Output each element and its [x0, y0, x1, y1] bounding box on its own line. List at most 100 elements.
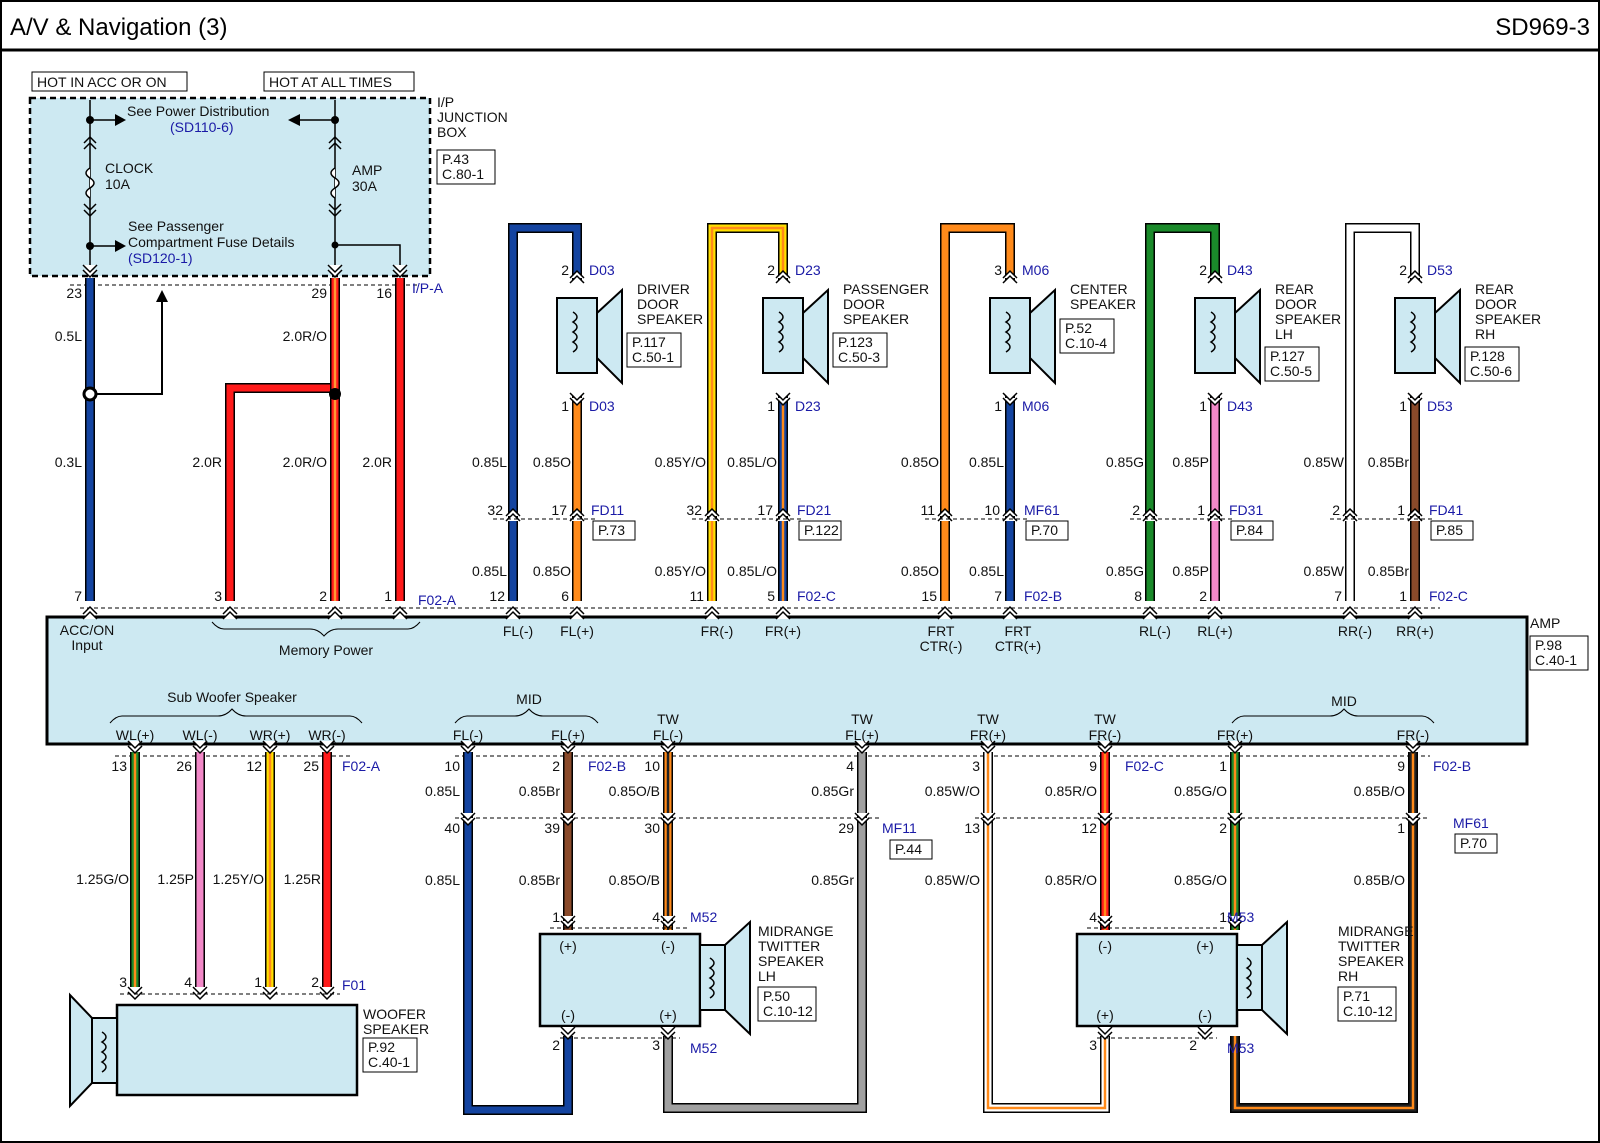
mf-pin: 2	[1219, 820, 1227, 836]
amp-term-label: FL(+)	[560, 623, 594, 639]
memory-power-label: Memory Power	[279, 642, 373, 658]
fuse-icon	[330, 167, 340, 199]
wire-label: 2.0R	[362, 454, 392, 470]
joint-conn: MF61	[1024, 502, 1060, 518]
wire-loop	[1146, 224, 1219, 601]
mf-pin: 1	[1397, 820, 1405, 836]
amp-term-label: RR(+)	[1396, 623, 1434, 639]
mid-loop-wire	[984, 752, 1109, 1112]
joint-ref-box	[1430, 520, 1474, 541]
speaker-ref-box	[832, 332, 888, 368]
wire-label: 1.25G/O	[76, 871, 129, 887]
jb-label-2: JUNCTION	[437, 109, 508, 125]
tw-conn: M53	[1227, 1040, 1254, 1056]
door-speaker-group: 21D53D53REARDOORSPEAKERRHP.128C.50-60.85…	[1304, 223, 1541, 639]
wire-memory-branch	[226, 384, 335, 601]
amp-top-conn-f02a: F02-A	[418, 592, 457, 608]
connector-mark-icon	[1002, 605, 1018, 620]
connector-mark-icon	[1097, 1026, 1113, 1041]
door-speakers: 21D03D03DRIVERDOORSPEAKERP.117C.50-10.85…	[472, 223, 1541, 654]
amp-term-label: WR(-)	[308, 727, 345, 743]
amp-term-label: FL(+)	[845, 727, 879, 743]
connector-mark-icon	[854, 812, 870, 827]
amp-pin: 9	[1397, 758, 1405, 774]
wire-label: 0.85G/O	[1174, 872, 1227, 888]
wire-memory-branch-edge	[225, 383, 335, 601]
speaker-pin: 3	[119, 974, 127, 990]
speaker-name: DRIVER	[637, 281, 690, 297]
amp-ref-2: C.40-1	[1535, 652, 1577, 668]
wire-label: 0.85R/O	[1045, 872, 1097, 888]
amp-pin: 2	[1199, 588, 1207, 604]
wire-label: 0.85P	[1172, 563, 1209, 579]
wire-label: 0.85G	[1106, 454, 1144, 470]
tw-name: TWITTER	[1338, 938, 1400, 954]
amp-pin: 3	[972, 758, 980, 774]
door-speaker-group: 21D23D23PASSENGERDOORSPEAKERP.123C.50-30…	[655, 223, 929, 639]
wire-label: 0.85L	[969, 563, 1004, 579]
see-fuse-text-1: See Passenger	[128, 218, 224, 234]
amp-term-label: TW	[977, 711, 1000, 727]
tw-pin: 3	[1089, 1037, 1097, 1053]
amp-term-label: FL(-)	[503, 623, 533, 639]
connector-mark-icon	[392, 264, 408, 279]
joint-conn: FD21	[797, 502, 831, 518]
joint-ref-box	[798, 520, 842, 541]
speaker-cone-icon	[1234, 287, 1261, 386]
coil-icon	[1409, 311, 1416, 353]
connector-mark-icon	[569, 605, 585, 620]
connector-mark-icon	[262, 986, 278, 1001]
connector-mark-icon	[569, 392, 585, 407]
speaker-ref-box	[626, 332, 682, 368]
connector-mark-icon	[127, 740, 143, 755]
door-speaker-group: 21D03D03DRIVERDOORSPEAKERP.117C.50-10.85…	[472, 223, 703, 639]
joint-pin: 17	[551, 502, 567, 518]
speaker-name: LH	[1275, 326, 1293, 342]
speaker-ref-2: C.50-5	[1270, 363, 1312, 379]
connector-mark-icon	[980, 740, 996, 755]
speaker-conn: D03	[589, 398, 615, 414]
speaker-ref-2: C.10-4	[1065, 335, 1107, 351]
amp-term-label: WL(-)	[183, 727, 218, 743]
wire-loop-edge	[940, 223, 1015, 601]
amp-pin: 4	[846, 758, 854, 774]
wire-label: 0.85L	[425, 872, 460, 888]
speaker-conn: D53	[1427, 398, 1453, 414]
amp-pin: 12	[246, 758, 262, 774]
wire-label: 0.85L/O	[727, 563, 777, 579]
speaker-pin: 1	[552, 909, 560, 925]
tw-name: MIDRANGE	[758, 923, 833, 939]
speaker-ref-1: P.127	[1270, 348, 1305, 364]
joint-ref-box	[592, 520, 636, 541]
connector-mark-icon	[1405, 812, 1421, 827]
tw-name: MIDRANGE	[1338, 923, 1413, 939]
connector-mark-icon	[460, 812, 476, 827]
connector-mark-icon	[1197, 1026, 1213, 1041]
joint-ref-1: P.85	[1436, 522, 1463, 538]
wire-label: 0.85O	[901, 454, 939, 470]
pin-bottom-3: 1	[384, 588, 392, 604]
connector-mark-icon	[319, 740, 335, 755]
coil-icon	[708, 957, 715, 999]
joint-pin: 32	[686, 502, 702, 518]
amp-term-label: FL(+)	[551, 727, 585, 743]
amp-pin: 8	[1134, 588, 1142, 604]
connector-mark-icon	[560, 1026, 576, 1041]
mid-right-label: MID	[1331, 693, 1357, 709]
joint-pin: 11	[920, 502, 935, 518]
see-power-ref: (SD110-6)	[170, 119, 234, 135]
amp-label: AMP	[1530, 615, 1560, 631]
wire-label: 0.85O	[901, 563, 939, 579]
junction-box: HOT IN ACC OR ON HOT AT ALL TIMES I/P JU…	[28, 71, 508, 278]
joint-pin: 2	[1332, 502, 1340, 518]
speaker-name: REAR	[1275, 281, 1314, 297]
connector-mark-icon	[1097, 812, 1113, 827]
wire-loop-edge	[508, 223, 582, 601]
wire-loop	[509, 224, 581, 601]
coil-icon	[100, 1031, 107, 1073]
mf11-ref-box	[889, 839, 933, 860]
speaker-pin: 2	[311, 974, 319, 990]
speaker-conn: M06	[1022, 262, 1049, 278]
tw-name: SPEAKER	[1338, 953, 1404, 969]
